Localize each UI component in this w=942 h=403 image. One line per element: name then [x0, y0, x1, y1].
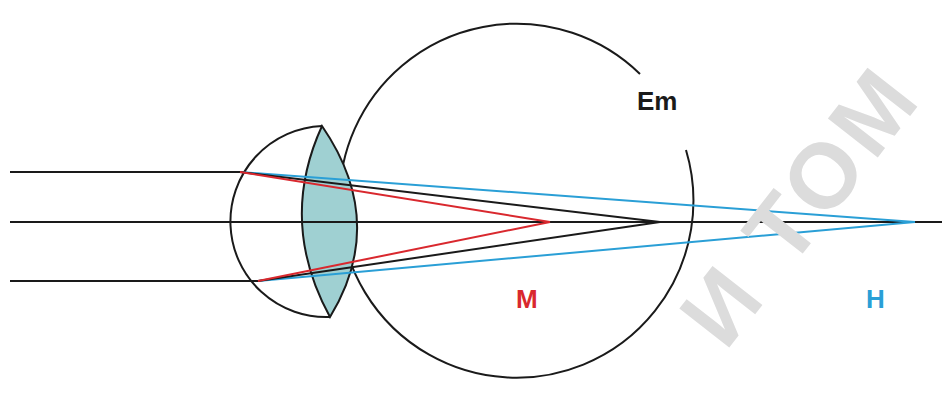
incoming-ray	[10, 171, 240, 173]
emmetropia-ray	[258, 222, 660, 281]
myopia-ray	[258, 222, 550, 281]
incoming-ray	[10, 280, 258, 282]
emmetropia-label: Em	[637, 88, 677, 114]
myopia-label: M	[516, 286, 538, 312]
hyperopia-label: H	[866, 286, 885, 312]
myopia-ray	[240, 172, 550, 222]
emmetropia-ray	[240, 172, 660, 222]
watermark: И ТОМ	[664, 49, 936, 361]
